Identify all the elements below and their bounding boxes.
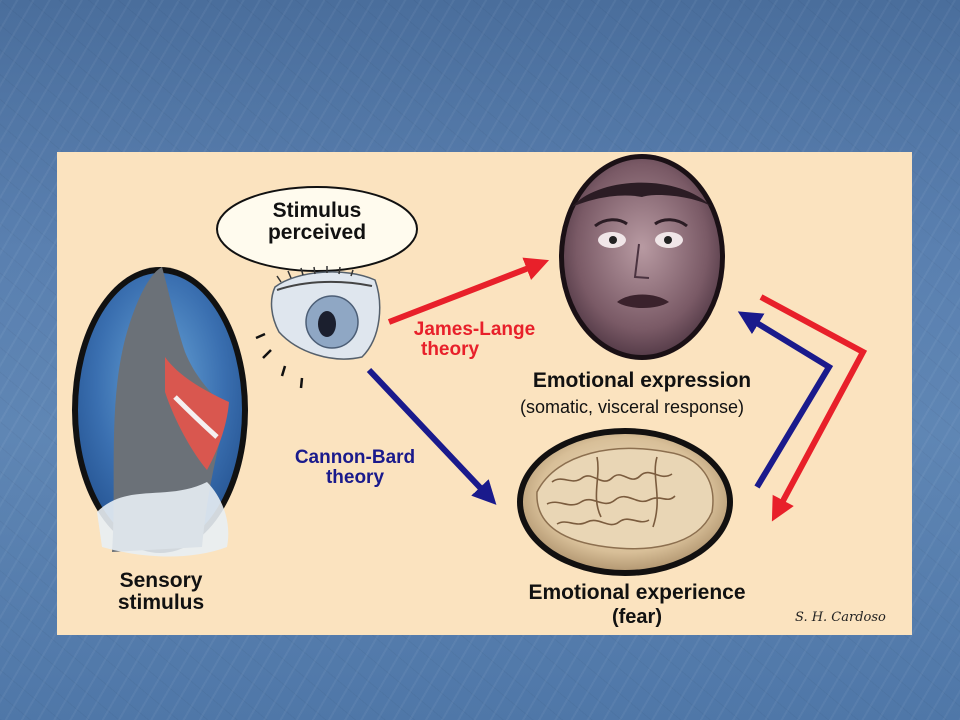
james-lange-label: James-Lange theory (413, 319, 536, 360)
diagram-graphics (72, 154, 868, 576)
eye-icon (255, 266, 381, 389)
arrow-experience-to-expression (737, 311, 834, 489)
diagram-panel: Stimulus perceived James-Lange theory Ca… (57, 152, 912, 635)
thought-bubble (216, 186, 418, 272)
emotional-expression-title: Emotional expression (532, 369, 752, 392)
cannon-bard-label: Cannon-Bard theory (294, 447, 416, 488)
shark-image (72, 267, 248, 557)
stimulus-perceived-label: Stimulus perceived (267, 199, 367, 245)
brain-image (517, 428, 733, 576)
fearful-face-image (559, 154, 725, 360)
author-signature: S. H. Cardoso (795, 610, 886, 625)
emotional-experience-detail: (fear) (611, 606, 662, 628)
arrow-expression-to-experience (759, 294, 868, 522)
sensory-stimulus-label: Sensory stimulus (117, 569, 205, 615)
emotional-expression-detail: (somatic, visceral response) (519, 397, 745, 417)
arrow-eye-to-expression (387, 257, 550, 325)
james-lange-arrows (387, 257, 868, 522)
arrow-eye-to-experience (366, 367, 497, 505)
emotional-experience-title: Emotional experience (528, 581, 746, 604)
cannon-bard-arrows (366, 311, 834, 505)
